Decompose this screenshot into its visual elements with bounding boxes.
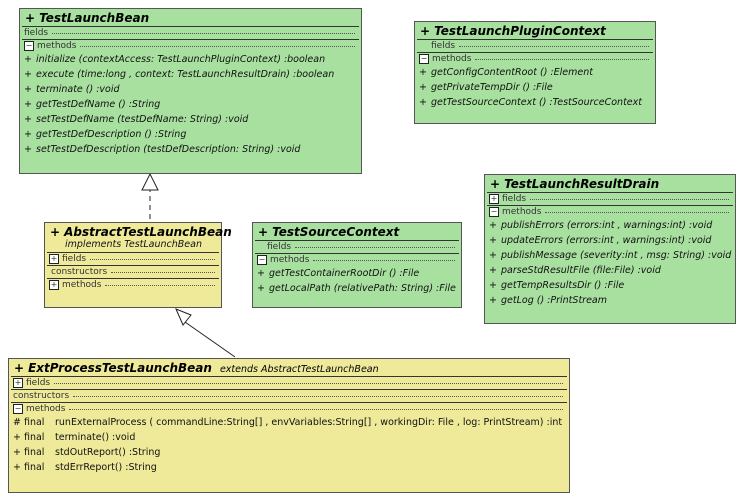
method-row: +initialize (contextAccess: TestLaunchPl… bbox=[24, 54, 326, 65]
class-abstracttestlaunchbean[interactable]: +AbstractTestLaunchBean implements TestL… bbox=[44, 222, 232, 308]
fields-section[interactable]: +fields bbox=[45, 253, 221, 265]
class-title: +TestLaunchPluginContext bbox=[420, 24, 606, 38]
fields-section[interactable]: +fields bbox=[485, 193, 735, 205]
method-row: +execute (time:long , context: TestLaunc… bbox=[24, 69, 335, 80]
extends-line bbox=[184, 321, 236, 358]
collapse-toggle-icon[interactable]: − bbox=[24, 41, 34, 51]
fields-section: fields bbox=[253, 241, 461, 253]
method-row: +getLocalPath (relativePath: String) :Fi… bbox=[257, 283, 456, 294]
class-title: +TestLaunchBean bbox=[25, 11, 150, 25]
method-row: +getTestSourceContext () :TestSourceCont… bbox=[419, 97, 642, 108]
methods-section[interactable]: −methods bbox=[415, 53, 655, 65]
extends-label: extends AbstractTestLaunchBean bbox=[219, 364, 379, 375]
class-title: +AbstractTestLaunchBean bbox=[50, 225, 232, 239]
class-testlaunchbean[interactable]: +TestLaunchBean fields −methods +initial… bbox=[19, 8, 362, 174]
method-row: +getConfigContentRoot () :Element bbox=[419, 67, 593, 78]
class-testlaunchresultdrain[interactable]: +TestLaunchResultDrain +fields −methods … bbox=[484, 174, 736, 324]
class-testsourcecontext[interactable]: +TestSourceContext fields −methods +getT… bbox=[252, 222, 462, 308]
class-title: +TestLaunchResultDrain bbox=[490, 177, 660, 191]
collapse-toggle-icon[interactable]: − bbox=[257, 255, 267, 265]
implements-label: implements TestLaunchBean bbox=[65, 239, 202, 250]
extends-arrowhead bbox=[175, 308, 192, 326]
method-row: +setTestDefName (testDefName: String) :v… bbox=[24, 114, 249, 125]
constructors-section: constructors bbox=[9, 390, 569, 402]
methods-section[interactable]: −methods bbox=[9, 403, 569, 415]
constructors-section: constructors bbox=[45, 266, 221, 278]
methods-section[interactable]: −methods bbox=[253, 254, 461, 266]
expand-toggle-icon[interactable]: + bbox=[489, 194, 499, 204]
method-row: +getTempResultsDir () :File bbox=[489, 280, 625, 291]
method-row: +publishMessage (severity:int , msg: Str… bbox=[489, 250, 732, 261]
fields-section: fields bbox=[415, 40, 655, 52]
expand-toggle-icon[interactable]: + bbox=[13, 378, 23, 388]
collapse-toggle-icon[interactable]: − bbox=[489, 207, 499, 217]
method-row: +getLog () :PrintStream bbox=[489, 295, 607, 306]
class-title: +TestSourceContext bbox=[258, 225, 400, 239]
class-testlaunchplugincontext[interactable]: +TestLaunchPluginContext fields −methods… bbox=[414, 21, 656, 124]
method-row: +updateErrors (errors:int , warnings:int… bbox=[489, 235, 712, 246]
expand-toggle-icon[interactable]: + bbox=[49, 280, 59, 290]
method-row: +publishErrors (errors:int , warnings:in… bbox=[489, 220, 713, 231]
method-row: +terminate () :void bbox=[24, 84, 120, 95]
method-row: +getTestDefDescription () :String bbox=[24, 129, 187, 140]
method-row: +getPrivateTempDir () :File bbox=[419, 82, 553, 93]
fields-section[interactable]: +fields bbox=[9, 377, 569, 389]
fields-section: fields bbox=[20, 27, 361, 39]
methods-section[interactable]: −methods bbox=[20, 40, 361, 52]
expand-toggle-icon[interactable]: + bbox=[49, 254, 59, 264]
methods-section[interactable]: −methods bbox=[485, 206, 735, 218]
method-row: +parseStdResultFile (file:File) :void bbox=[489, 265, 661, 276]
method-row: +getTestDefName () :String bbox=[24, 99, 161, 110]
method-row: +setTestDefDescription (testDefDescripti… bbox=[24, 144, 301, 155]
collapse-toggle-icon[interactable]: − bbox=[13, 404, 23, 414]
methods-section[interactable]: +methods bbox=[45, 279, 221, 291]
method-row: +getTestContainerRootDir () :File bbox=[257, 268, 420, 279]
implements-arrowhead bbox=[141, 172, 159, 191]
collapse-toggle-icon[interactable]: − bbox=[419, 54, 429, 64]
